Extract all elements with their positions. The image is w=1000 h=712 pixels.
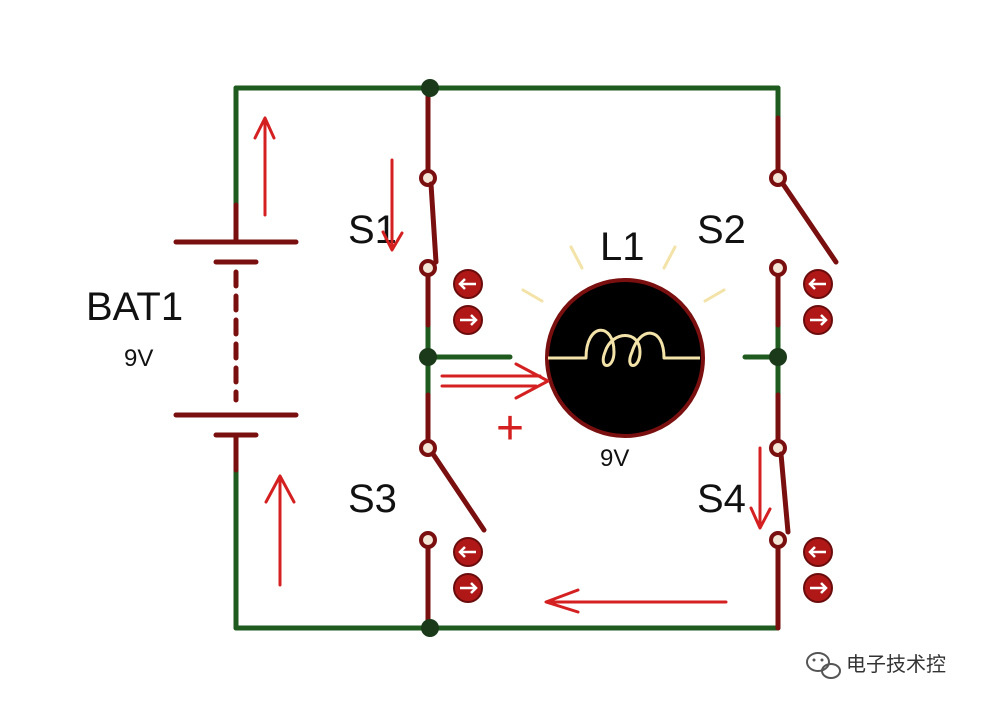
junction-nodes: [419, 79, 787, 637]
s2-bottom-terminal: [769, 259, 787, 277]
s1-top-terminal: [419, 169, 437, 187]
battery-bat1: [173, 202, 299, 473]
arrow-into-lamp-icon: [440, 362, 550, 400]
s3-top-terminal: [419, 439, 437, 457]
lamp-filament: [548, 328, 700, 367]
s4-indicator-left-icon: [803, 537, 833, 567]
battery-voltage-label: 9V: [124, 345, 153, 372]
switch-indicators: [453, 269, 833, 603]
arrow-battery-up-top-icon: [253, 116, 276, 217]
node-mid-left: [419, 348, 437, 366]
s1-blade: [428, 181, 439, 265]
s2-top-terminal: [769, 169, 787, 187]
lamp-body: [545, 278, 705, 438]
lamp-name-label: L1: [600, 225, 645, 269]
s1-indicator-left-icon: [453, 269, 483, 299]
arrow-s1-down-icon: [381, 158, 404, 252]
arrow-battery-up-bottom-icon: [264, 474, 296, 587]
switch-s4-label: S4: [697, 477, 746, 521]
lamp-glow-rays: [521, 245, 726, 303]
switch-s3: [419, 392, 487, 631]
s4-indicator-right-icon: [803, 573, 833, 603]
arrow-s4-down-icon: [749, 446, 772, 530]
current-flow-arrows: [253, 116, 772, 614]
s4-blade: [778, 451, 791, 535]
s2-indicator-right-icon: [803, 305, 833, 335]
node-bottom-left: [421, 619, 439, 637]
s2-blade: [780, 181, 839, 265]
switch-s2: [769, 115, 839, 328]
arrow-bottom-left-icon: [544, 588, 728, 614]
s3-indicator-right-icon: [453, 573, 483, 603]
lamp-l1: [521, 245, 726, 438]
s4-top-terminal: [769, 439, 787, 457]
switch-s2-label: S2: [697, 208, 746, 252]
s1-bottom-terminal: [419, 259, 437, 277]
s2-indicator-left-icon: [803, 269, 833, 299]
switch-s3-label: S3: [348, 477, 397, 521]
battery-name-label: BAT1: [86, 285, 183, 329]
switch-s1: [419, 85, 439, 328]
s3-indicator-left-icon: [453, 537, 483, 567]
watermark-text: 电子技术控: [846, 652, 946, 676]
node-mid-right: [769, 348, 787, 366]
wechat-icon: [806, 652, 841, 679]
polarity-plus-mark: +: [496, 402, 524, 455]
lamp-voltage-label: 9V: [600, 445, 629, 472]
switch-s4: [769, 392, 791, 631]
s4-bottom-terminal: [769, 531, 787, 549]
s3-blade: [430, 451, 487, 533]
s1-indicator-right-icon: [453, 305, 483, 335]
node-top-left: [421, 79, 439, 97]
s3-bottom-terminal: [419, 531, 437, 549]
